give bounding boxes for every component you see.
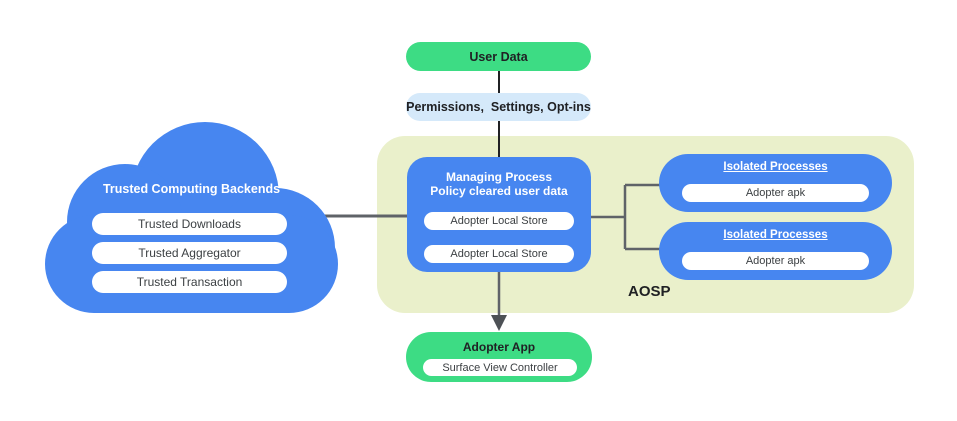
- cloud-item-label: Trusted Downloads: [138, 217, 241, 231]
- node-managing-process: Managing Process Policy cleared user dat…: [407, 157, 591, 272]
- aosp-label: AOSP: [628, 283, 671, 300]
- adopter-app-title: Adopter App: [462, 340, 536, 354]
- user-data-label: User Data: [469, 49, 528, 64]
- cloud-item-label: Trusted Aggregator: [138, 246, 241, 260]
- node-isolated-processes-2: Isolated Processes Adopter apk: [659, 222, 892, 280]
- cloud-title: Trusted Computing Backends: [102, 182, 281, 196]
- managing-process-title: Managing Process Policy cleared user dat…: [407, 170, 591, 198]
- node-permissions: Permissions, Settings, Opt-ins: [406, 93, 591, 121]
- connector-managing-isolated: [591, 183, 660, 251]
- cloud-item-trusted-aggregator: Trusted Aggregator: [92, 242, 287, 264]
- isolated-item-label: Adopter apk: [745, 255, 806, 267]
- isolated-item-adopter-apk: Adopter apk: [682, 252, 869, 270]
- node-isolated-processes-1: Isolated Processes Adopter apk: [659, 154, 892, 212]
- isolated-processes-title: Isolated Processes: [723, 161, 828, 173]
- isolated-item-label: Adopter apk: [745, 187, 806, 199]
- managing-title-line2: Policy cleared user data: [430, 184, 568, 198]
- managing-item-label: Adopter Local Store: [450, 248, 548, 260]
- isolated-item-adopter-apk: Adopter apk: [682, 184, 869, 202]
- node-user-data: User Data: [406, 42, 591, 71]
- arrowhead-down-icon: [491, 315, 507, 331]
- adopter-app-item-label: Surface View Controller: [442, 361, 558, 374]
- managing-item-adopter-local-store-2: Adopter Local Store: [424, 245, 574, 263]
- cloud-item-trusted-downloads: Trusted Downloads: [92, 213, 287, 235]
- cloud-item-trusted-transaction: Trusted Transaction: [92, 271, 287, 293]
- isolated-processes-title: Isolated Processes: [723, 229, 828, 241]
- managing-item-label: Adopter Local Store: [450, 215, 548, 227]
- managing-title-line1: Managing Process: [445, 170, 553, 184]
- node-trusted-computing-backends: Trusted Computing Backends Trusted Downl…: [45, 120, 338, 314]
- node-adopter-app: Adopter App Surface View Controller: [406, 332, 592, 382]
- managing-item-adopter-local-store-1: Adopter Local Store: [424, 212, 574, 230]
- adopter-app-item-surface-view-controller: Surface View Controller: [423, 359, 577, 376]
- cloud-item-label: Trusted Transaction: [136, 275, 243, 289]
- permissions-label: Permissions, Settings, Opt-ins: [406, 100, 591, 114]
